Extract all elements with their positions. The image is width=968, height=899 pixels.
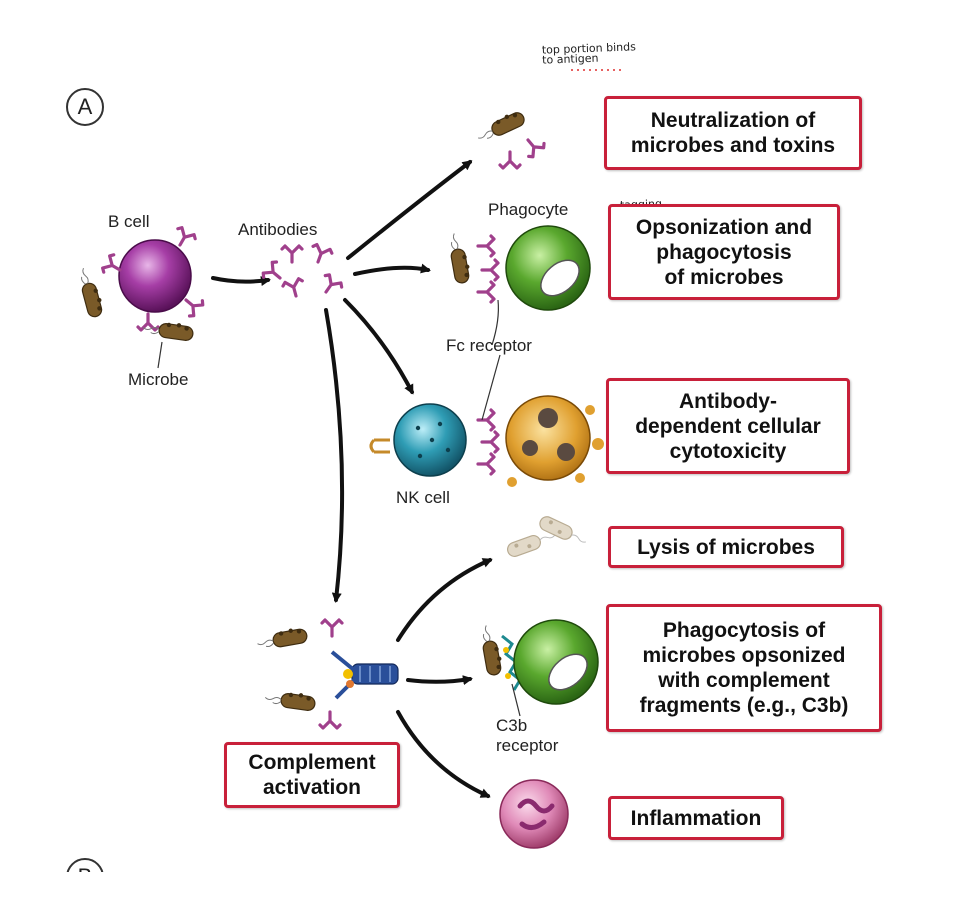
lysed-microbes [505,513,590,559]
label-b-cell: B cell [108,212,150,231]
handwritten-note-top: top portion binds to antigen [541,40,637,67]
arrow-to-neutralization [346,160,473,260]
outcome-neutralization: Neutralization of microbes and toxins [604,96,862,170]
outcome-inflammation-text: Inflammation [630,806,762,830]
complement-complex [255,618,399,730]
complement-activation-text: Complement activation [248,751,376,799]
outcome-lysis-text: Lysis of microbes [637,535,815,559]
microbe-bottom [141,317,195,342]
arrow-to-opsonization [353,263,431,276]
outcome-neutralization-text: Neutralization of microbes and toxins [630,109,836,157]
b-cell [118,239,192,313]
complement-phagocyte-group [478,619,599,717]
outcome-inflammation: Inflammation [608,796,784,840]
label-c3b-receptor: C3b receptor [496,716,559,755]
label-phagocyte: Phagocyte [488,200,569,219]
adcc-group [369,354,604,487]
outcome-complement-phagocytosis: Phagocytosis of microbes opsonized with … [606,604,882,732]
label-fc-receptor: Fc receptor [446,336,532,355]
arrow-to-lysis [396,558,493,642]
arrow-to-adcc [343,298,414,395]
antibodies-cluster [259,241,345,301]
outcome-opsonization-text: Opsonization and phagocytosis of microbe… [635,215,813,289]
b-cell-group [76,224,207,369]
outcome-lysis: Lysis of microbes [608,526,844,568]
panel-label-a: A [66,88,104,126]
label-microbe: Microbe [128,370,189,389]
red-dots [571,69,621,71]
arrow-to-inflammation [396,710,491,798]
outcome-complement-phagocytosis-text: Phagocytosis of microbes opsonized with … [639,619,849,717]
outcome-adcc-text: Antibody- dependent cellular cytotoxicit… [635,389,821,463]
microbe-left [76,265,106,319]
phagocyte-group [446,225,591,346]
arrow-bcell-to-antibodies [211,276,271,286]
complement-activation-box: Complement activation [224,742,400,808]
outcome-adcc: Antibody- dependent cellular cytotoxicit… [606,378,850,474]
bottom-cutoff [0,872,968,899]
arrows [211,160,493,798]
neutralized-microbe [473,107,548,170]
arrow-to-complement-phago [406,675,473,686]
inflammation-cell [499,779,569,849]
arrow-to-complement [324,308,345,603]
label-antibodies: Antibodies [238,220,318,239]
outcome-opsonization: Opsonization and phagocytosis of microbe… [608,204,840,300]
label-nk-cell: NK cell [396,488,450,507]
